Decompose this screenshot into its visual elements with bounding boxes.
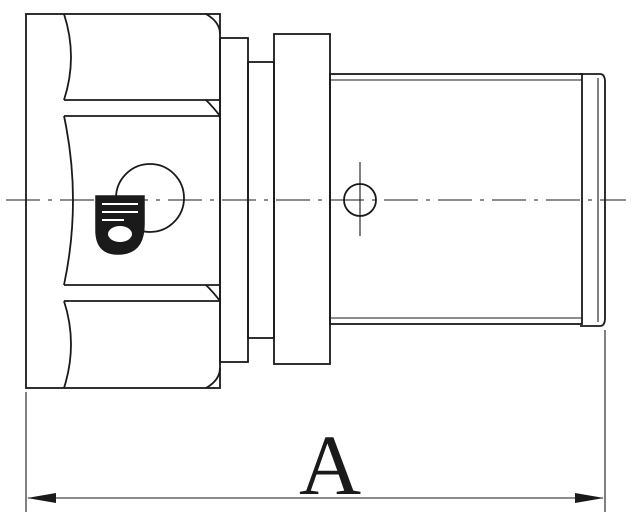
certification-mark-icon [95,163,185,255]
collar-ring [219,33,331,365]
inspection-hole [343,162,377,236]
arrowhead-right [575,493,604,503]
dimension-a: A [25,330,606,513]
dimension-label: A [299,417,361,513]
arrowhead-left [27,493,56,503]
